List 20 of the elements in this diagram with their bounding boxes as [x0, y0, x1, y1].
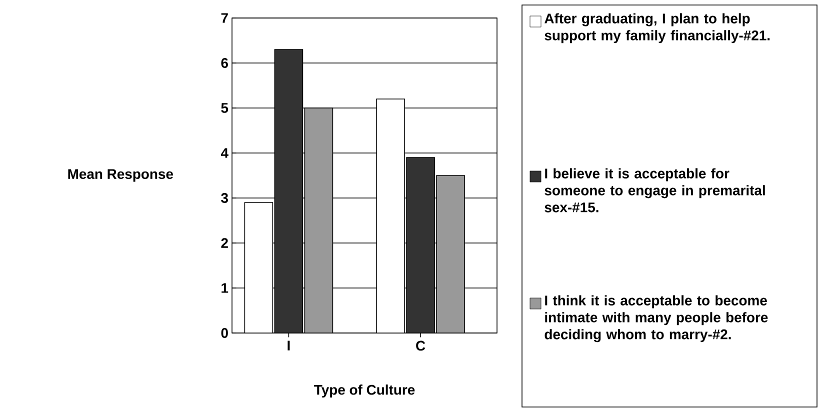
y-tick-label: 5	[221, 103, 228, 113]
x-tick-label: C	[416, 340, 426, 351]
legend-text: I think it is acceptable to become intimate with many people before deciding whom to marry-#2.	[544, 295, 768, 342]
bar	[304, 108, 334, 333]
y-tick-label: 3	[221, 193, 228, 203]
bar-chart: I C 0 1 2 3 4 5 6 7 Type of Culture Mean Response	[68, 13, 498, 398]
y-axis-title: Mean Response	[68, 169, 173, 182]
legend-text: I believe it is acceptable for someone to engage in premarital sex-#15.	[544, 168, 765, 212]
y-tick-label: 4	[220, 148, 228, 158]
legend-text: After graduating, I plan to help support my family financially-#21.	[544, 13, 770, 44]
y-tick-label: 2	[221, 238, 228, 248]
x-tick-label: I	[288, 340, 290, 350]
x-axis-title: Type of Culture	[314, 384, 415, 398]
y-tick-label: 7	[221, 13, 228, 23]
bar	[436, 175, 465, 333]
y-tick-label: 0	[221, 328, 228, 338]
bar	[406, 157, 435, 333]
y-tick-label: 6	[221, 58, 228, 68]
bar	[274, 49, 304, 333]
y-tick-label: 1	[222, 283, 228, 293]
